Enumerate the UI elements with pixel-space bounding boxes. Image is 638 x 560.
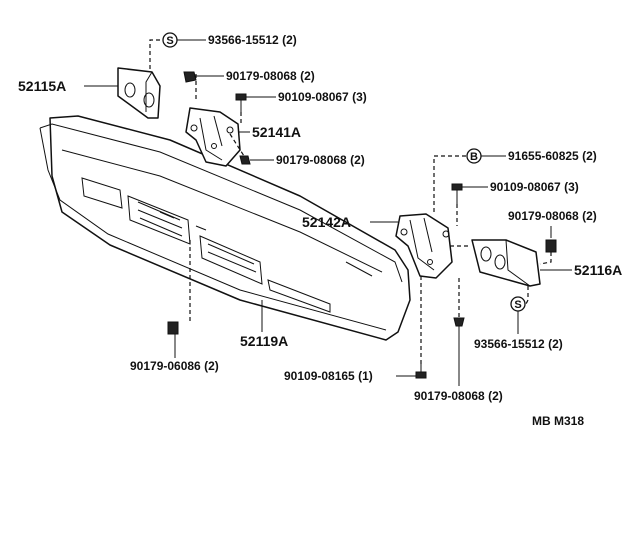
- label-nut-right: 90179-08068 (2): [508, 209, 597, 223]
- s-symbol-bottom-icon: S: [510, 296, 526, 312]
- bolt-stay-left-icon: [235, 93, 247, 112]
- label-stay-left: 52141A: [252, 124, 301, 140]
- svg-text:S: S: [514, 299, 521, 311]
- label-stay-right: 52142A: [302, 214, 351, 230]
- label-bracket-left: 52115A: [18, 78, 66, 94]
- svg-text:S: S: [166, 35, 173, 47]
- left-stay-part: [185, 107, 241, 167]
- nut-top-left-icon: [183, 71, 197, 83]
- right-bracket-part: [471, 239, 541, 287]
- b-symbol-icon: B: [466, 148, 482, 164]
- label-nut-stay-left: 90179-08068 (2): [276, 153, 365, 167]
- label-bolt-stay-right: 90109-08067 (3): [490, 180, 579, 194]
- nut-bottom-right-icon: [453, 317, 465, 327]
- s-symbol-top-icon: S: [162, 32, 178, 48]
- label-bolt-stay-left: 90109-08067 (3): [278, 90, 367, 104]
- right-stay-part: [395, 213, 453, 279]
- bolt-bottom-icon: [415, 364, 427, 379]
- svg-text:B: B: [470, 151, 478, 163]
- nut-bumper-bottom-icon: [167, 321, 179, 335]
- label-bolt-bottom: 90109-08165 (1): [284, 369, 373, 383]
- label-bolt-top-left: 93566-15512 (2): [208, 33, 297, 47]
- bumper-cover-part: [39, 115, 411, 341]
- bolt-stay-right-icon: [451, 183, 463, 204]
- label-nut-bumper-bottom: 90179-06086 (2): [130, 359, 219, 373]
- label-bolt-bottom-right: 93566-15512 (2): [474, 337, 563, 351]
- left-bracket-part: [117, 67, 161, 119]
- label-bumper: 52119A: [240, 333, 288, 349]
- diagram-code: MB M318: [532, 414, 584, 428]
- leader-lines: [84, 39, 572, 386]
- nut-stay-left-icon: [239, 155, 251, 165]
- assembly-lines: [149, 39, 552, 364]
- label-bracket-right: 52116A: [574, 262, 622, 278]
- label-nut-bottom-right: 90179-08068 (2): [414, 389, 503, 403]
- nut-right-icon: [545, 239, 557, 253]
- label-nut-top-left: 90179-08068 (2): [226, 69, 315, 83]
- label-rivet-right: 91655-60825 (2): [508, 149, 597, 163]
